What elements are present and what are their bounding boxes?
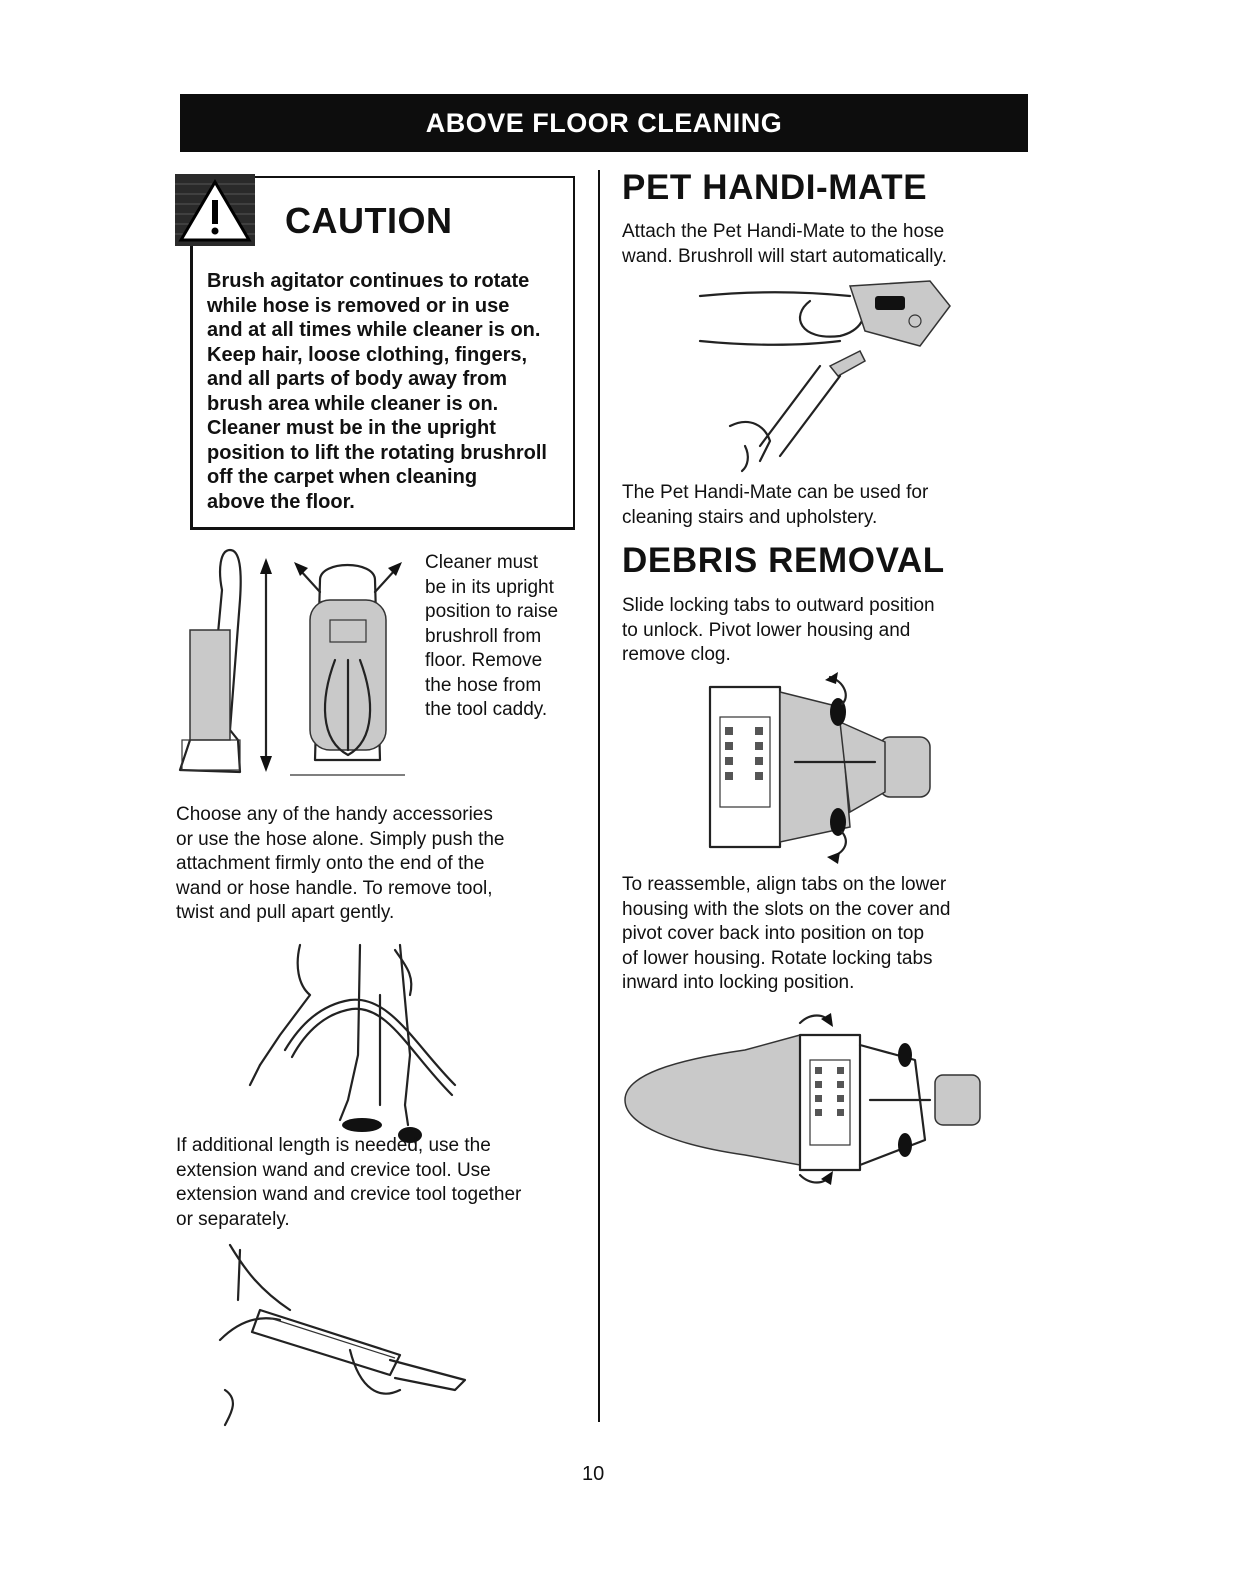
debris-reassemble-line: of lower housing. Rotate locking tabs xyxy=(622,947,933,969)
extension-line: If additional length is needed, use the xyxy=(176,1135,491,1156)
caution-line: brush area while cleaner is on. xyxy=(207,392,499,415)
accessories-paragraph: Choose any of the handy accessories or u… xyxy=(176,803,586,926)
caution-line: and at all times while cleaner is on. xyxy=(207,319,541,341)
caution-line: Keep hair, loose clothing, fingers, xyxy=(207,343,528,366)
debris-reassemble-line: To reassemble, align tabs on the lower xyxy=(622,874,947,895)
warning-icon xyxy=(175,174,255,246)
caution-text: Brush agitator continues to rotate while… xyxy=(207,269,567,514)
crevice-tool-illustration xyxy=(218,1243,467,1427)
section-banner: ABOVE FLOOR CLEANING xyxy=(180,94,1028,152)
upright-vacuum-illustration xyxy=(178,548,405,776)
pet-handi-mate-usage: The Pet Handi-Mate can be used for clean… xyxy=(622,481,1012,530)
lower-housing-closed-illustration xyxy=(624,1013,981,1185)
accessories-line: or use the hose alone. Simply push the xyxy=(176,828,505,850)
pet-intro-line: wand. Brushroll will start automatically… xyxy=(622,245,947,267)
pet-handi-mate-illustration xyxy=(698,280,951,473)
debris-unlock-line: to unlock. Pivot lower housing and xyxy=(622,619,911,641)
upright-note-line: Cleaner must xyxy=(425,552,538,573)
debris-removal-unlock: Slide locking tabs to outward position t… xyxy=(622,594,1012,668)
pet-handi-mate-heading: PET HANDI-MATE xyxy=(622,168,928,207)
pet-intro-line: Attach the Pet Handi-Mate to the hose xyxy=(622,221,945,242)
section-title: ABOVE FLOOR CLEANING xyxy=(425,107,783,138)
caution-line: Brush agitator continues to rotate xyxy=(207,270,530,292)
pet-usage-line: cleaning stairs and upholstery. xyxy=(622,506,878,528)
debris-reassemble-line: housing with the slots on the cover and xyxy=(622,898,951,920)
debris-removal-reassemble: To reassemble, align tabs on the lower h… xyxy=(622,873,1012,996)
pet-usage-line: The Pet Handi-Mate can be used for xyxy=(622,482,929,503)
upright-note-line: the hose from xyxy=(425,674,542,696)
caution-title: CAUTION xyxy=(285,200,453,241)
upright-note: Cleaner must be in its upright position … xyxy=(425,551,585,723)
hose-usage-illustration xyxy=(248,943,457,1143)
caution-line: while hose is removed or in use xyxy=(207,294,510,317)
extension-line: or separately. xyxy=(176,1208,290,1230)
accessories-line: wand or hose handle. To remove tool, xyxy=(176,877,493,899)
pet-handi-mate-intro: Attach the Pet Handi-Mate to the hose wa… xyxy=(622,220,1012,269)
extension-line: extension wand and crevice tool. Use xyxy=(176,1159,491,1181)
upright-note-line: floor. Remove xyxy=(425,650,543,671)
accessories-line: Choose any of the handy accessories xyxy=(176,804,493,825)
caution-line: and all parts of body away from xyxy=(207,368,508,390)
extension-paragraph: If additional length is needed, use the … xyxy=(176,1134,586,1232)
upright-note-line: the tool caddy. xyxy=(425,699,548,720)
caution-line: off the carpet when cleaning xyxy=(207,466,478,488)
caution-box xyxy=(190,176,575,530)
debris-reassemble-line: pivot cover back into position on top xyxy=(622,923,925,944)
upright-note-line: position to raise xyxy=(425,601,559,622)
lower-housing-open-illustration xyxy=(708,672,931,864)
column-divider xyxy=(598,170,600,1422)
debris-removal-heading: DEBRIS REMOVAL xyxy=(622,541,945,580)
upright-note-line: be in its upright xyxy=(425,576,554,598)
page-number: 10 xyxy=(582,1463,605,1485)
extension-line: extension wand and crevice tool together xyxy=(176,1184,522,1205)
upright-note-line: brushroll from xyxy=(425,625,542,647)
debris-unlock-line: Slide locking tabs to outward position xyxy=(622,595,935,616)
debris-reassemble-line: inward into locking position. xyxy=(622,972,855,993)
caution-line: position to lift the rotating brushroll xyxy=(207,441,547,464)
caution-line: Cleaner must be in the upright xyxy=(207,417,496,439)
accessories-line: twist and pull apart gently. xyxy=(176,902,395,923)
accessories-line: attachment firmly onto the end of the xyxy=(176,853,485,874)
debris-unlock-line: remove clog. xyxy=(622,644,731,665)
caution-line: above the floor. xyxy=(207,490,355,513)
